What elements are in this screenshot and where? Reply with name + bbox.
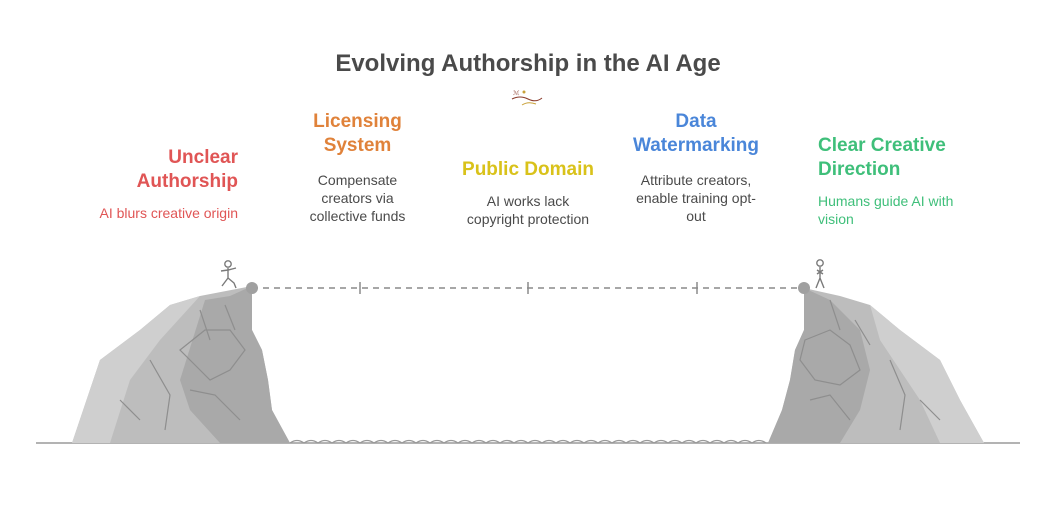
left-cliff (72, 286, 290, 443)
description-line: copyright protection (466, 211, 590, 227)
heading-line: Licensing (313, 111, 402, 132)
description-line: Humans guide AI with (818, 193, 954, 209)
right-cliff (768, 288, 984, 443)
water-waves (289, 439, 767, 444)
page-title: Evolving Authorship in the AI Age (335, 50, 721, 77)
step-data-watermarking: Data Watermarking Attribute creators, en… (616, 110, 776, 225)
step-description: Compensate creators via collective funds (280, 171, 435, 225)
heading-line: Watermarking (633, 135, 759, 156)
heading-line: Unclear (168, 147, 238, 168)
svg-text:ℳ: ℳ (513, 90, 520, 97)
description-line: vision (818, 211, 854, 227)
bridge-start-node (246, 282, 258, 294)
description-line: creators via (321, 190, 394, 206)
step-public-domain: Public Domain AI works lack copyright pr… (438, 158, 618, 228)
step-description: Attribute creators, enable training opt-… (616, 171, 776, 225)
description-line: Compensate (317, 172, 398, 188)
step-heading: Unclear Authorship (60, 146, 238, 194)
step-unclear-authorship: Unclear Authorship AI blurs creative ori… (60, 146, 238, 222)
description-line: enable training opt- (636, 190, 756, 206)
description-line: AI works lack (486, 193, 570, 209)
step-heading: Public Domain (438, 158, 618, 182)
stick-figure-right-icon (815, 259, 825, 289)
step-clear-creative-direction: Clear Creative Direction Humans guide AI… (818, 134, 1008, 228)
watermark-logo-icon: ℳ (511, 90, 543, 106)
heading-line: Direction (818, 159, 901, 180)
step-heading: Data Watermarking (616, 110, 776, 158)
stick-figure-left-icon (220, 260, 237, 289)
description-line: collective funds (309, 208, 406, 224)
step-heading: Licensing System (280, 110, 435, 158)
heading-line: Data (675, 111, 717, 132)
description-line: out (686, 208, 706, 224)
heading-line: Authorship (136, 171, 238, 192)
step-description: AI blurs creative origin (99, 205, 238, 221)
bridge-end-node (798, 282, 810, 294)
step-description: Humans guide AI with vision (818, 192, 1008, 228)
heading-line: System (323, 135, 392, 156)
step-heading: Clear Creative Direction (818, 134, 1008, 182)
step-licensing-system: Licensing System Compensate creators via… (280, 110, 435, 225)
description-line: Attribute creators, (640, 172, 752, 188)
heading-line: Public Domain (462, 159, 594, 180)
step-description: AI works lack copyright protection (438, 192, 618, 228)
heading-line: Clear Creative (818, 135, 946, 156)
